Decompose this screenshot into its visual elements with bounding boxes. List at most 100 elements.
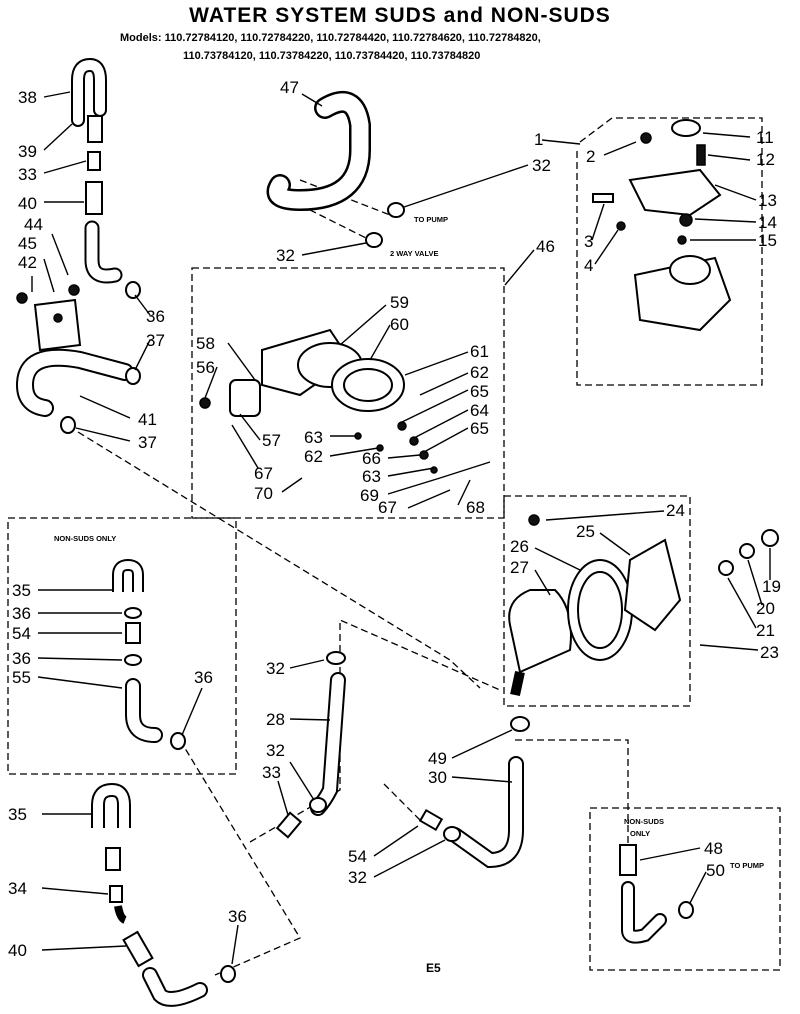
callout-33b: 33 <box>262 763 281 782</box>
bracket-42 <box>16 284 82 352</box>
callout-38: 38 <box>18 88 37 107</box>
callout-21: 21 <box>756 621 775 640</box>
callout-65: 65 <box>470 382 489 401</box>
callout-26: 26 <box>510 537 529 556</box>
callout-35: 35 <box>12 581 31 600</box>
callout-32c: 32 <box>266 659 285 678</box>
callout-49: 49 <box>428 749 447 768</box>
callout-36c: 36 <box>12 604 31 623</box>
diagram-title: WATER SYSTEM SUDS and NON-SUDS <box>189 4 611 27</box>
clamp-32e <box>443 826 461 842</box>
to-pump-label-top: TO PUMP <box>414 215 448 224</box>
clamp-37b <box>60 416 76 434</box>
callout-32d: 32 <box>266 741 285 760</box>
clamp-32c <box>326 651 346 665</box>
non-suds-left-parts <box>112 558 186 750</box>
non-suds-right-label-2: ONLY <box>630 829 650 838</box>
models-line-2: 110.73784120, 110.73784220, 110.73784420… <box>183 50 481 62</box>
callout-30: 30 <box>428 768 447 787</box>
callout-40b: 40 <box>8 941 27 960</box>
callout-11: 11 <box>756 128 774 147</box>
callout-56: 56 <box>196 358 215 377</box>
callout-28: 28 <box>266 710 285 729</box>
callout-32: 32 <box>532 156 551 175</box>
callout-42: 42 <box>18 253 37 272</box>
page-code: E5 <box>426 961 441 975</box>
callout-12: 12 <box>756 150 775 169</box>
callout-34: 34 <box>8 879 27 898</box>
models-line-1: Models: 110.72784120, 110.72784220, 110.… <box>120 32 541 44</box>
callout-36d: 36 <box>12 649 31 668</box>
hose-38 <box>71 57 107 127</box>
non-suds-right-label-1: NON-SUDS <box>624 817 664 826</box>
callout-4: 4 <box>584 256 593 275</box>
callout-57: 57 <box>262 431 281 450</box>
callout-39: 39 <box>18 142 37 161</box>
callout-40: 40 <box>18 194 37 213</box>
callout-33: 33 <box>18 165 37 184</box>
callout-54: 54 <box>12 624 31 643</box>
coupling-39 <box>87 115 103 143</box>
connector-33b <box>275 811 303 839</box>
callout-25: 25 <box>576 522 595 541</box>
callout-63: 63 <box>304 428 323 447</box>
callout-36f: 36 <box>228 907 247 926</box>
non-suds-only-left-label: NON-SUDS ONLY <box>54 534 116 543</box>
callout-68: 68 <box>466 498 485 517</box>
callout-60: 60 <box>390 315 409 334</box>
callout-55: 55 <box>12 668 31 687</box>
callout-13: 13 <box>758 191 777 210</box>
non-suds-right-parts <box>619 844 694 944</box>
callout-46: 46 <box>536 237 555 256</box>
callout-62: 62 <box>470 363 489 382</box>
clamp-32a <box>387 202 405 218</box>
clamp-49 <box>510 716 530 732</box>
callout-69: 69 <box>360 486 379 505</box>
callout-19: 19 <box>762 577 781 596</box>
clamp-37a <box>125 367 141 385</box>
callout-64: 64 <box>470 401 489 420</box>
connector-54b <box>418 808 444 832</box>
callout-50: 50 <box>706 861 725 880</box>
callout-14: 14 <box>758 213 777 232</box>
two-way-valve-label: 2 WAY VALVE <box>390 249 439 258</box>
callout-67b: 67 <box>378 498 397 517</box>
callout-41: 41 <box>138 410 157 429</box>
callout-20: 20 <box>756 599 775 618</box>
clamp-32d <box>309 797 327 813</box>
callout-59: 59 <box>390 293 409 312</box>
callout-58: 58 <box>196 334 215 353</box>
callout-66: 66 <box>362 449 381 468</box>
connector-33 <box>87 151 101 171</box>
water-valve-parts <box>199 328 491 479</box>
hose-41 <box>15 348 134 417</box>
hose-30 <box>447 756 524 869</box>
hose-47 <box>266 90 371 212</box>
callout-32e: 32 <box>348 868 367 887</box>
callout-23: 23 <box>760 643 779 662</box>
callout-37: 37 <box>146 331 165 350</box>
clamp-32b <box>365 232 383 248</box>
leader-lines <box>31 91 771 965</box>
callout-37b: 37 <box>138 433 157 452</box>
callout-36e: 36 <box>194 668 213 687</box>
callout-62b: 62 <box>304 447 323 466</box>
callout-48: 48 <box>704 839 723 858</box>
callout-2: 2 <box>586 147 595 166</box>
mixing-valve-assembly <box>592 119 732 332</box>
callout-1: 1 <box>534 130 543 149</box>
small-labels: TO PUMP 2 WAY VALVE NON-SUDS ONLY NON-SU… <box>54 215 764 975</box>
callout-24: 24 <box>666 501 685 520</box>
callout-61: 61 <box>470 342 489 361</box>
callout-32b: 32 <box>276 246 295 265</box>
callout-65b: 65 <box>470 419 489 438</box>
hose-28 <box>310 672 346 816</box>
clamp-36a <box>125 281 141 299</box>
pump-cover-assembly <box>508 514 779 697</box>
callout-3: 3 <box>584 232 593 251</box>
callout-67: 67 <box>254 464 273 483</box>
callout-numbers: 38 39 33 40 44 45 42 36 37 41 37 47 32 3… <box>8 78 781 960</box>
callout-27: 27 <box>510 558 529 577</box>
callout-54b: 54 <box>348 847 367 866</box>
